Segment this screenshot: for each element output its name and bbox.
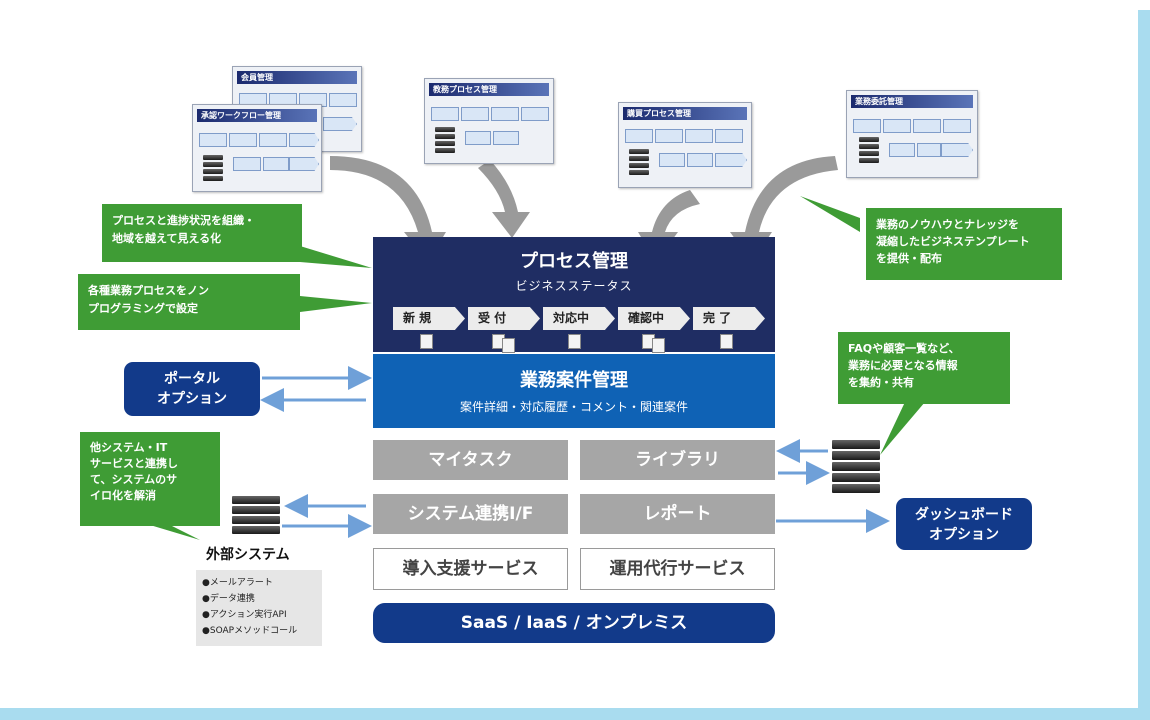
external-system-label: 外部システム — [206, 547, 290, 563]
status-step-accepted: 受 付 — [468, 307, 540, 330]
frame-bottom-border — [0, 708, 1150, 720]
module-system-interface: システム連携I/F — [373, 494, 568, 534]
server-icon — [629, 149, 649, 177]
window-title: 購買プロセス管理 — [623, 107, 747, 120]
portal-option: ポータル オプション — [124, 362, 260, 416]
callout-tail-template — [800, 196, 860, 232]
window-dept-process: 教務プロセス管理 — [424, 78, 554, 164]
window-outsourcing: 業務委託管理 — [846, 90, 978, 178]
service-operations-agency: 運用代行サービス — [580, 548, 775, 590]
window-title: 教務プロセス管理 — [429, 83, 549, 96]
library-server-icon — [832, 440, 880, 495]
document-icon — [720, 334, 733, 349]
window-title: 業務委託管理 — [851, 95, 973, 108]
window-purchase-process: 購買プロセス管理 — [618, 102, 752, 188]
document-icon — [568, 334, 581, 349]
external-features-list: ●メールアラート ●データ連携 ●アクション実行API ●SOAPメソッドコール — [196, 570, 322, 646]
status-step-new: 新 規 — [393, 307, 465, 330]
window-title: 会員管理 — [237, 71, 357, 84]
case-subtitle: 案件詳細・対応履歴・コメント・関連案件 — [459, 400, 688, 414]
document-icon — [652, 338, 665, 353]
note-system-silo: 他システム・IT サービスと連携し て、システムのサ イロ化を解消 — [80, 432, 220, 526]
external-feature-item: ●メールアラート — [202, 578, 273, 588]
note-nonprogramming: 各種業務プロセスをノン プログラミングで設定 — [78, 274, 300, 330]
case-management-block: 業務案件管理 案件詳細・対応履歴・コメント・関連案件 — [373, 354, 775, 428]
note-faq-info: FAQや顧客一覧など、 業務に必要となる情報 を集約・共有 — [838, 332, 1010, 404]
document-icon — [420, 334, 433, 349]
module-mytask: マイタスク — [373, 440, 568, 480]
window-title: 承認ワークフロー管理 — [197, 109, 317, 122]
external-feature-item: ●アクション実行API — [202, 610, 287, 620]
process-title: プロセス管理 — [520, 251, 628, 272]
status-step-in-progress: 対応中 — [543, 307, 615, 330]
frame-right-border — [1138, 10, 1150, 720]
note-visualize: プロセスと進捗状況を組織・ 地域を越えて見える化 — [102, 204, 302, 262]
external-feature-item: ●SOAPメソッドコール — [202, 626, 298, 636]
dashboard-option: ダッシュボード オプション — [896, 498, 1032, 550]
server-icon — [203, 155, 223, 183]
status-step-complete: 完 了 — [693, 307, 765, 330]
external-feature-item: ●データ連携 — [202, 594, 255, 604]
callout-tail-faq — [880, 402, 925, 455]
case-title: 業務案件管理 — [520, 370, 628, 391]
status-step-checking: 確認中 — [618, 307, 690, 330]
process-management-block: プロセス管理 ビジネスステータス — [373, 237, 775, 352]
platform-bar: SaaS / IaaS / オンプレミス — [373, 603, 775, 643]
external-server-icon — [232, 496, 280, 536]
callout-tail-silo — [150, 525, 200, 540]
module-library: ライブラリ — [580, 440, 775, 480]
process-subtitle: ビジネスステータス — [515, 279, 633, 293]
note-business-template: 業務のノウハウとナレッジを 凝縮したビジネステンプレート を提供・配布 — [866, 208, 1062, 280]
service-introduction-support: 導入支援サービス — [373, 548, 568, 590]
module-report: レポート — [580, 494, 775, 534]
document-icon — [502, 338, 515, 353]
window-approval-workflow: 承認ワークフロー管理 — [192, 104, 322, 192]
callout-tail-nonprog — [300, 296, 372, 312]
server-icon — [435, 127, 455, 155]
server-icon — [859, 137, 879, 165]
callout-tail-visualize — [300, 246, 372, 268]
